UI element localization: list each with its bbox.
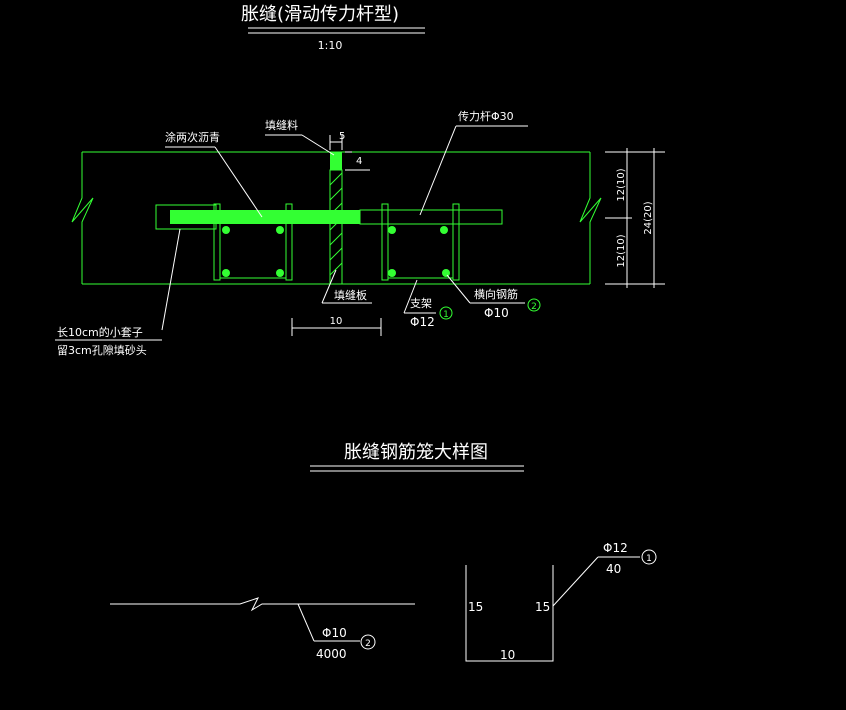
- label-depth: 4: [356, 156, 362, 167]
- rebar-dots-right: [388, 226, 450, 277]
- bar1-callout-circle: [641, 549, 657, 565]
- dim-bottom-label: 10: [330, 316, 343, 327]
- sleeve: [155, 204, 217, 230]
- label-coating: 涂两次沥青: [165, 130, 220, 144]
- callout-num-2: 2: [531, 302, 537, 312]
- title-expansion-joint: 胀缝(滑动传力杆型): [241, 4, 399, 25]
- bar1-num: 1: [646, 554, 652, 564]
- bar1-spec: Φ12: [603, 541, 628, 555]
- title-rebar-cage: 胀缝钢筋笼大样图: [344, 442, 488, 463]
- callout-num-1: 1: [443, 310, 449, 320]
- label-sleeve-2: 留3cm孔隙填砂头: [57, 343, 147, 357]
- label-stand-spec: Φ12: [410, 315, 435, 329]
- bar1-shape: [465, 565, 554, 662]
- bar1-right: 15: [535, 600, 550, 614]
- bar2-leader: [297, 603, 360, 642]
- bar1-bottom: 10: [500, 648, 515, 662]
- rebar-cage-right: [381, 203, 460, 281]
- bar2-num: 2: [365, 639, 371, 649]
- label-sleeve-1: 长10cm的小套子: [57, 325, 143, 339]
- joint-filler: [330, 152, 342, 170]
- rebar-cage-left: [213, 203, 293, 281]
- label-dowel: 传力杆Φ30: [458, 109, 514, 123]
- bar2-shape: [110, 597, 415, 612]
- bar1-leader: [552, 556, 640, 607]
- leader-lines: [55, 125, 528, 341]
- label-board: 填缝板: [334, 288, 367, 302]
- label-trans: 横向钢筋: [474, 287, 518, 301]
- bar1-length: 40: [606, 562, 621, 576]
- label-stand: 支架: [410, 297, 432, 310]
- callout-circle-2: [527, 298, 541, 312]
- dim-bottom: [291, 318, 382, 336]
- filler-board: [329, 169, 343, 285]
- dim-total: 24(20): [643, 201, 654, 234]
- dim-top-half: 12(10): [616, 168, 627, 201]
- callout-circle-1: [439, 306, 453, 320]
- label-trans-spec: Φ10: [484, 306, 509, 320]
- bar2-length: 4000: [316, 647, 347, 661]
- dim-bottom-half: 12(10): [616, 234, 627, 267]
- dowel-bar: [155, 204, 503, 230]
- bar2-spec: Φ10: [322, 626, 347, 640]
- rebar-dots-left: [222, 226, 284, 277]
- label-gap: 5: [339, 131, 345, 142]
- bar2-callout-circle: [360, 634, 376, 650]
- label-filler: 填缝料: [265, 118, 298, 132]
- dim-right: [605, 148, 665, 288]
- scale-label: 1:10: [318, 39, 343, 52]
- bar1-left: 15: [468, 600, 483, 614]
